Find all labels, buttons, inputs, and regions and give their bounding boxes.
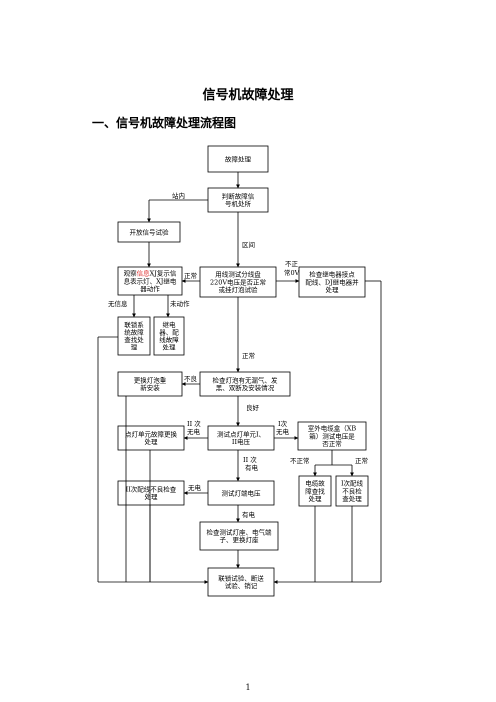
node-text-line: 检查测试灯座、电气端 xyxy=(207,528,273,537)
node-text-line: 更换灯泡重 xyxy=(134,376,167,385)
node-text-line: 障查找 xyxy=(305,486,325,495)
label-abnormal-2: 常0V xyxy=(284,268,300,277)
label-station-inner: 站内 xyxy=(172,191,185,200)
node-text-line: 处理 xyxy=(326,285,340,294)
label-i-no-power-1: I次 xyxy=(278,419,288,428)
label-normal-mid: 正常 xyxy=(242,351,255,360)
node-text-line: 220V电压是否正常 xyxy=(210,277,266,286)
node-test-lighting-unit: 测试点灯单元I、II电压 xyxy=(207,425,275,451)
node-text-line: 新安装 xyxy=(140,383,160,392)
label-normal-right: 正常 xyxy=(355,456,368,465)
page-number: 1 xyxy=(245,683,251,692)
node-text-line: I次配线 xyxy=(341,479,364,488)
node-text-line: 子、更换灯座 xyxy=(220,535,260,544)
node-text-line: 点灯单元故障更换 xyxy=(125,430,178,439)
node-text-line: 器、配 xyxy=(159,329,179,337)
node-text-line: 查处理 xyxy=(342,494,362,503)
node-text-line: 处理 xyxy=(163,343,177,352)
label-section: 区间 xyxy=(242,241,255,249)
node-text-line: 继电 xyxy=(163,320,177,329)
label-ii-no-power-1: II 次 xyxy=(187,419,201,428)
node-text-line: 开放信号试验 xyxy=(130,227,170,236)
node-check-bulb: 检查灯泡有无漏气、发黑、双断及安装情况 xyxy=(199,371,291,397)
node-text-line: 处理 xyxy=(145,437,159,446)
node-text-line: 息表示灯、XJ继电 xyxy=(124,276,177,285)
node-text-line: 联锁系 xyxy=(124,320,144,329)
label-normal-left: 正常 xyxy=(184,271,197,280)
node-text-line: 处理 xyxy=(309,494,323,503)
node-text-line: 线故障 xyxy=(159,335,179,344)
node-text-line: 故障处理 xyxy=(225,154,252,163)
node-text-line: 用线测试分线盘 xyxy=(215,270,261,279)
node-text-line: 统故障 xyxy=(124,328,144,337)
node-text-line: 查找处 xyxy=(124,335,144,344)
section-title: 一、信号机故障处理流程图 xyxy=(92,116,237,130)
node-text-line: 观察信息XJ复示信 xyxy=(124,269,177,278)
node-text-line: 试验、销记 xyxy=(225,581,258,590)
document-title: 信号机故障处理 xyxy=(202,88,294,103)
label-no-action: 未动作 xyxy=(170,299,190,308)
node-text-line: 处理 xyxy=(145,492,159,501)
node-text-line: 黑、双断及安装情况 xyxy=(216,383,275,392)
node-text-line: 检查灯泡有无漏气、发 xyxy=(213,376,279,385)
node-text-line: 不良检 xyxy=(342,486,362,495)
node-text-line: 检查继电器接点 xyxy=(309,270,355,279)
node-text-line: 室外电缆盒（XB xyxy=(308,424,357,433)
label-has-power: 有电 xyxy=(242,510,256,519)
node-text-line: 测试点灯单元I、 xyxy=(217,430,265,439)
node-text-line: 或挂灯泡试验 xyxy=(219,285,259,294)
node-text-line: 否正常 xyxy=(322,439,342,448)
node-test-lamp-voltage: 测试灯端电压 xyxy=(207,480,275,506)
label-i-no-power-2: 无电 xyxy=(276,427,290,436)
edges xyxy=(97,172,382,584)
node-text-line: 配线、DJ继电器并 xyxy=(305,277,359,286)
label-good: 良好 xyxy=(246,403,260,412)
node-text-line: 理 xyxy=(131,344,138,352)
label-bad: 不良 xyxy=(184,374,198,383)
node-text-line: 器动作 xyxy=(140,284,160,293)
node-fault-handling: 故障处理 xyxy=(207,145,269,173)
label-ii-has-power-1: II 次 xyxy=(243,455,257,464)
node-text-line: 测试灯端电压 xyxy=(222,488,262,497)
node-text-line: II次配线不良检查 xyxy=(126,485,177,494)
node-text-line: 联锁试验、断送 xyxy=(218,574,264,583)
node-text-line: 箱）测试电压是 xyxy=(309,431,355,440)
label-abnormal-right: 不正常 xyxy=(290,456,310,465)
label-abnormal-1: 不正 xyxy=(285,260,299,268)
label-no-power: 无电 xyxy=(188,483,202,492)
node-text-line: 判断故障信 xyxy=(222,192,255,201)
node-text-line: 号机处所 xyxy=(225,199,252,208)
label-ii-has-power-2: 有电 xyxy=(245,463,259,472)
label-ii-no-power-2: 无电 xyxy=(187,427,201,436)
node-text-line: 电缆故 xyxy=(305,479,325,488)
edge-labels: 站内 区间 不正 常0V 正常 无信息 未动作 正常 不良 良好 II 次 无电… xyxy=(108,191,368,519)
node-open-signal-test: 开放信号试验 xyxy=(117,221,181,243)
label-no-info: 无信息 xyxy=(108,299,128,308)
node-text-line: II电压 xyxy=(232,437,251,446)
